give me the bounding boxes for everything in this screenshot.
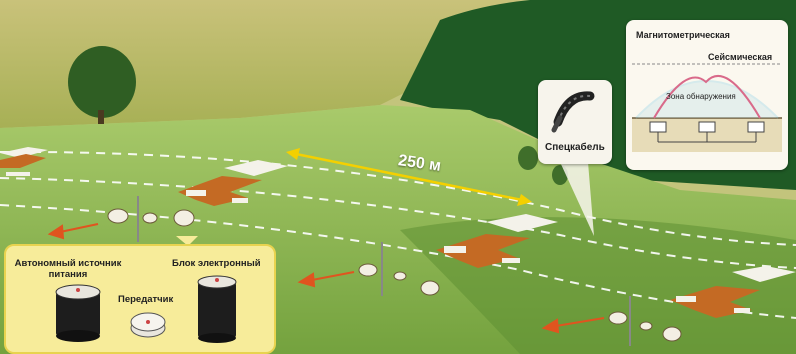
equipment-cluster (358, 242, 440, 296)
sensor-module (670, 266, 796, 318)
electronics-label: Блок электронный (172, 258, 261, 269)
cable-coil-icon (551, 91, 595, 133)
transmitter-label: Передатчик (118, 294, 174, 305)
distance-arrow (286, 148, 532, 206)
electronics-unit-icon (197, 275, 237, 343)
sensor-module (436, 214, 558, 268)
cable-callout-pointer (560, 162, 594, 236)
zone-label: Зона обнаружения (666, 92, 736, 101)
seismic-label: Сейсмическая (708, 52, 773, 62)
sensor-module (0, 147, 48, 176)
equipment-cluster (107, 196, 195, 242)
equipment-panel: Автономный источник питания Передатчик Б… (4, 244, 276, 354)
equipment-drawing (55, 275, 237, 343)
power-source-label: Автономный источник питания (14, 258, 122, 280)
power-source-icon (55, 284, 101, 342)
transmitter-icon (130, 312, 166, 338)
direction-arrows (47, 223, 605, 334)
panel-pointer (176, 236, 198, 246)
cable-label: Спецкабель (545, 142, 605, 153)
cable-callout: Спецкабель (538, 80, 612, 164)
detection-zone-drawing (632, 63, 782, 152)
lone-tree-trunk (98, 110, 104, 124)
lone-tree (68, 46, 136, 118)
sensor-module (178, 160, 288, 206)
detection-zone-inset: Магнитометрическая Сейсмическая Зона обн… (626, 20, 788, 170)
magnetometric-label: Магнитометрическая (636, 30, 730, 40)
equipment-cluster (608, 296, 682, 346)
bush (518, 146, 538, 170)
